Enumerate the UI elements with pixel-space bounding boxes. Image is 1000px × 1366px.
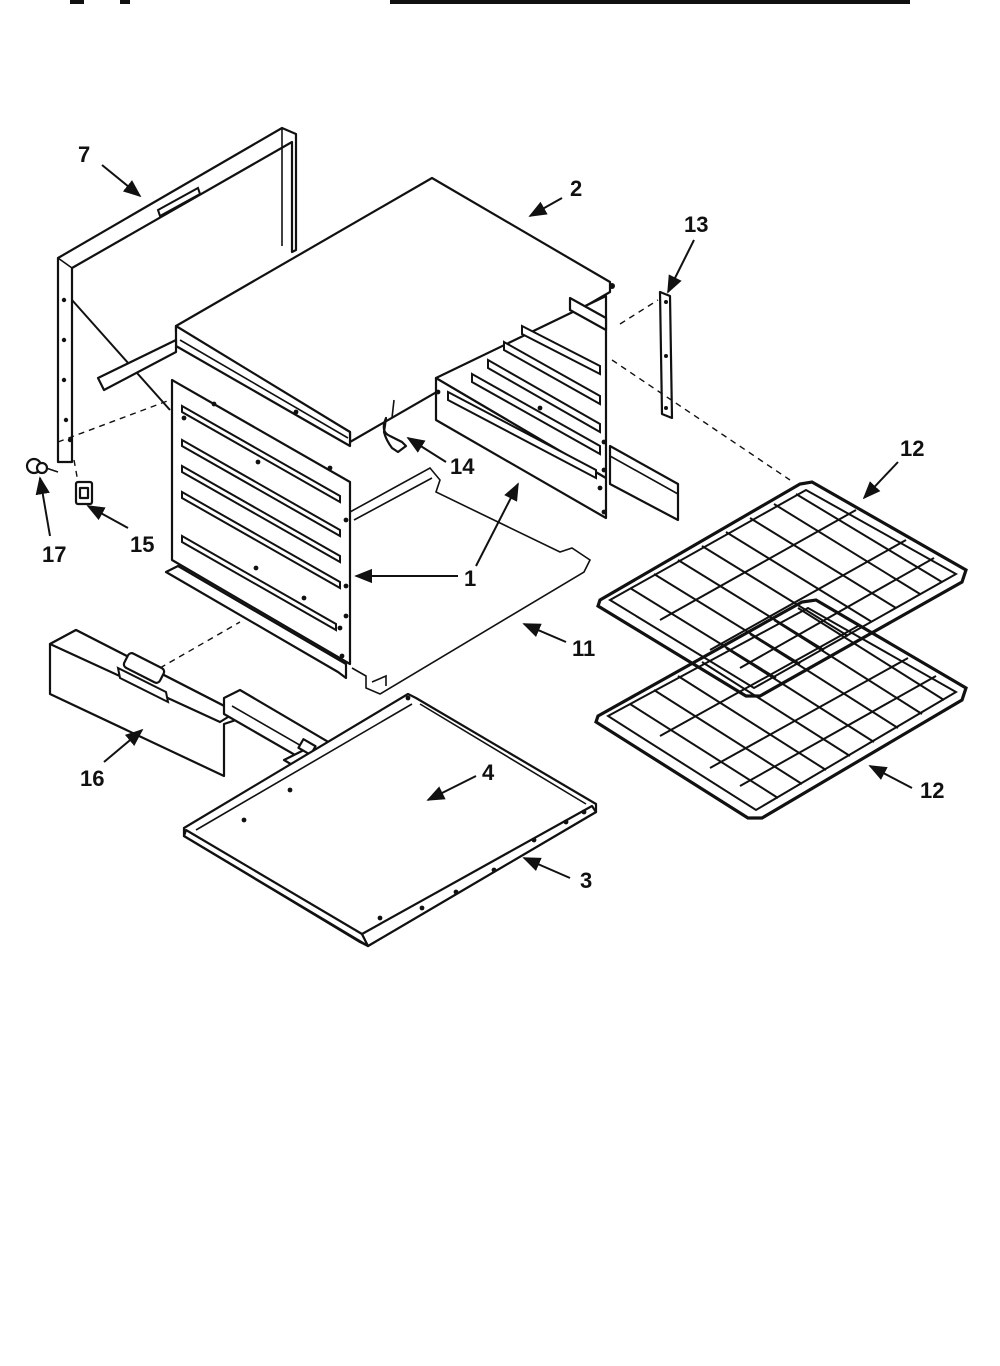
callout-11: 11 — [572, 636, 595, 661]
part-13-vertical-strip — [619, 290, 674, 420]
left-side-bracket — [96, 338, 178, 392]
callout-2: 2 — [570, 176, 582, 201]
callout-13: 13 — [684, 212, 708, 237]
callout-14: 14 — [450, 454, 475, 479]
callout-17: 17 — [42, 542, 66, 567]
part-2-top-wrapper — [174, 176, 615, 448]
callout-12-lower: 12 — [920, 778, 944, 803]
right-side-bracket — [568, 296, 680, 522]
part-1-right-oven-liner — [434, 294, 608, 520]
callout-16: 16 — [80, 766, 104, 791]
part-12-lower-oven-rack — [594, 598, 968, 820]
callout-12-upper: 12 — [900, 436, 924, 461]
part-16-front-trim — [48, 628, 238, 778]
part-17-screw — [25, 457, 59, 475]
callout-15: 15 — [130, 532, 154, 557]
part-15-clip — [73, 459, 94, 506]
part-14-hanger — [382, 399, 408, 454]
part-11-oven-bottom — [349, 466, 592, 695]
callout-1: 1 — [464, 566, 476, 591]
callout-labels: 7 2 13 12 14 15 17 1 11 16 4 12 3 — [42, 142, 944, 893]
callout-4: 4 — [482, 760, 495, 785]
callout-7: 7 — [78, 142, 90, 167]
callout-3: 3 — [580, 868, 592, 893]
leader-arrows — [35, 164, 913, 879]
top-scan-strip — [70, 0, 910, 4]
part-1-left-oven-liner — [164, 378, 352, 680]
part-7-rear-panel — [56, 126, 298, 464]
part-3-bottom-tray — [182, 692, 598, 948]
part-12-upper-oven-rack — [596, 480, 968, 698]
